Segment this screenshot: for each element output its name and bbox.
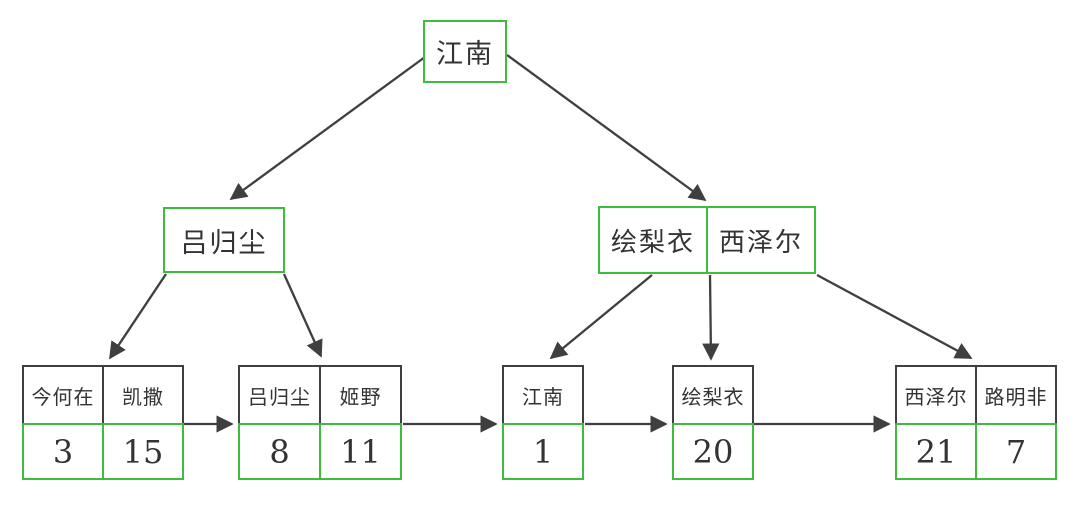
leaf-node-1: 今何在 凯撒 3 15	[22, 365, 184, 480]
leaf2-value-cell-1: 11	[319, 423, 402, 480]
leaf2-key-row: 吕归尘 姬野	[238, 365, 402, 425]
leaf3-key-cell-0: 江南	[502, 365, 584, 425]
leaf2-value-cell-0: 8	[238, 423, 321, 480]
leaf-node-2: 吕归尘 姬野 8 11	[238, 365, 402, 480]
internal-node-left: 吕归尘	[163, 207, 285, 273]
leaf1-value-row: 3 15	[22, 423, 184, 480]
root-key: 江南	[436, 39, 494, 70]
edge-internal-right-to-leaf5	[816, 273, 973, 360]
leaf-node-4: 绘梨衣 20	[672, 365, 754, 480]
leaf-node-5: 西泽尔 路明非 21 7	[895, 365, 1057, 480]
leaf3-key-row: 江南	[502, 365, 584, 425]
leaf5-value-row: 21 7	[895, 423, 1057, 480]
leaf4-value-cell-0: 20	[672, 423, 754, 480]
leaf5-value-cell-1: 7	[975, 423, 1057, 480]
leaf3-value-cell-0: 1	[502, 423, 584, 480]
internal-right-key-cell-0: 绘梨衣	[598, 206, 708, 274]
edge-internal-left-to-leaf1	[109, 273, 167, 360]
internal-node-right: 绘梨衣 西泽尔	[598, 206, 816, 274]
leaf4-value-row: 20	[672, 423, 754, 480]
leaf5-key-cell-0: 西泽尔	[895, 365, 977, 425]
edge-internal-right-to-leaf3	[549, 274, 653, 360]
internal-right-key-cell-1: 西泽尔	[706, 206, 816, 274]
root-node: 江南	[423, 20, 507, 83]
leaf5-key-row: 西泽尔 路明非	[895, 365, 1057, 425]
leaf4-key-cell-0: 绘梨衣	[672, 365, 754, 425]
leaf3-value-row: 1	[502, 423, 584, 480]
leaf4-key-row: 绘梨衣	[672, 365, 754, 425]
leaf5-key-cell-1: 路明非	[975, 365, 1057, 425]
leaf1-value-cell-0: 3	[22, 423, 104, 480]
leaf2-key-cell-0: 吕归尘	[238, 365, 321, 425]
edge-root-to-internal-right	[506, 54, 707, 202]
leaf1-key-cell-0: 今何在	[22, 365, 104, 425]
edge-internal-left-to-leaf2	[282, 273, 323, 358]
edge-internal-right-to-leaf4	[702, 274, 720, 361]
edge-root-to-internal-left	[229, 56, 426, 201]
leaf1-key-cell-1: 凯撒	[102, 365, 184, 425]
leaf2-value-row: 8 11	[238, 423, 402, 480]
leaf1-value-cell-1: 15	[102, 423, 184, 480]
leaf2-key-cell-1: 姬野	[319, 365, 402, 425]
leaf1-key-row: 今何在 凯撒	[22, 365, 184, 425]
leaf-node-3: 江南 1	[502, 365, 584, 480]
internal-left-key: 吕归尘	[180, 227, 268, 259]
leaf5-value-cell-0: 21	[895, 423, 977, 480]
